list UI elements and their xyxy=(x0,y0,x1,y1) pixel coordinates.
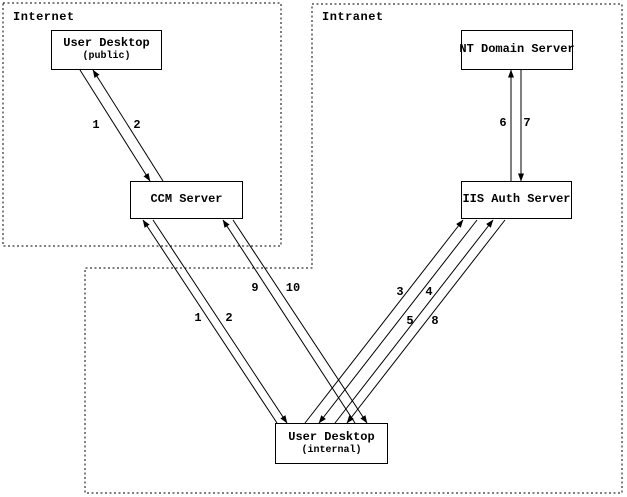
edge-label-1-public: 1 xyxy=(92,118,100,132)
node-user-desktop-public: User Desktop (public) xyxy=(51,30,162,70)
node-nt-domain-server: NT Domain Server xyxy=(459,30,575,70)
edge-8-iis-to-internal xyxy=(346,219,506,424)
edge-label-2-public: 2 xyxy=(133,118,141,132)
node-title: IIS Auth Server xyxy=(462,192,571,207)
node-subtitle: (public) xyxy=(82,51,131,63)
node-subtitle: (internal) xyxy=(301,444,362,456)
internet-region-border xyxy=(2,2,282,247)
edge-1-public-to-ccm xyxy=(79,69,151,182)
node-user-desktop-internal: User Desktop (internal) xyxy=(275,423,388,464)
intranet-region-border xyxy=(84,3,623,494)
edge-2-ccm-to-public xyxy=(92,69,164,182)
intranet-region-label: Intranet xyxy=(322,10,384,24)
node-iis-auth-server: IIS Auth Server xyxy=(461,181,572,219)
edge-5-internal-to-iis xyxy=(334,219,494,424)
edge-label-5: 5 xyxy=(406,314,414,328)
edge-label-1-internal: 1 xyxy=(194,311,202,325)
node-title: CCM Server xyxy=(150,192,223,207)
node-title: User Desktop xyxy=(288,429,375,444)
edge-label-10: 10 xyxy=(285,281,301,295)
edge-label-3: 3 xyxy=(396,285,404,299)
edge-label-7: 7 xyxy=(523,116,531,130)
node-title: NT Domain Server xyxy=(459,42,575,57)
node-ccm-server: CCM Server xyxy=(130,181,243,219)
node-title: User Desktop xyxy=(63,36,150,51)
edge-label-2-internal: 2 xyxy=(225,311,233,325)
edge-2-ccm-to-internal xyxy=(152,219,288,424)
edge-label-4: 4 xyxy=(425,285,433,299)
edge-label-8: 8 xyxy=(431,314,439,328)
edge-3-internal-to-iis xyxy=(304,219,464,424)
edge-1-internal-to-ccm xyxy=(142,219,278,424)
edge-4-iis-to-internal xyxy=(318,219,478,424)
internet-region-label: Internet xyxy=(13,10,75,24)
edge-label-6: 6 xyxy=(499,116,507,130)
edge-label-9: 9 xyxy=(251,281,259,295)
edge-10-ccm-to-internal xyxy=(232,219,368,424)
edge-9-internal-to-ccm xyxy=(222,219,356,424)
